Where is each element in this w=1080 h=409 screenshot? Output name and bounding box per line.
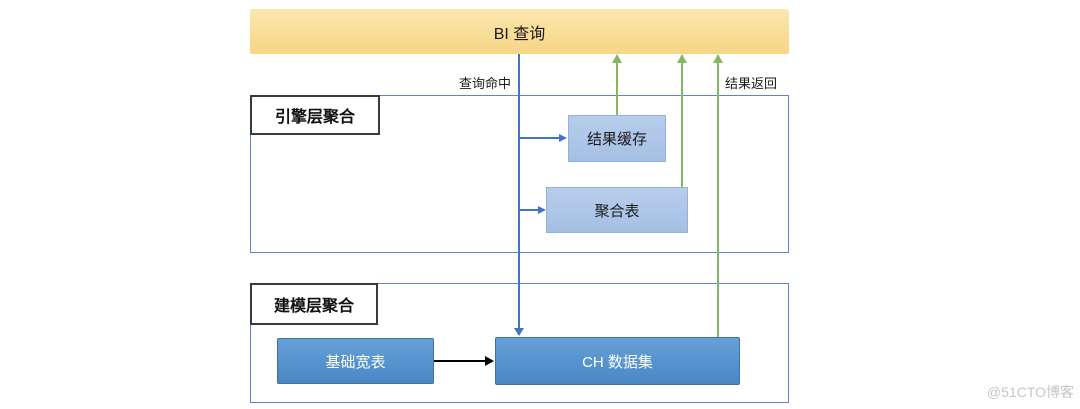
result-cache-label: 结果缓存 xyxy=(586,131,647,148)
query-to-result-cache-line xyxy=(519,137,560,139)
return-from-ch-dataset-line xyxy=(717,62,719,337)
result-cache-node: 结果缓存 xyxy=(568,115,666,162)
bi-query-bar: BI 查询 xyxy=(250,9,789,54)
return-from-agg-table-line xyxy=(681,62,683,187)
base-wide-table-label: 基础宽表 xyxy=(325,353,386,371)
watermark-text: @51CTO博客 xyxy=(986,384,1074,400)
return-from-result-cache-arrow-icon xyxy=(612,54,622,63)
query-hit-label: 查询命中 xyxy=(459,76,512,91)
query-to-ch-dataset-arrow-icon xyxy=(514,328,524,336)
query-to-agg-table-line xyxy=(519,209,539,211)
ch-dataset-label: CH 数据集 xyxy=(582,353,653,371)
aggregation-table-label: 聚合表 xyxy=(594,202,640,220)
modeling-layer-title: 建模层聚合 xyxy=(273,298,354,315)
query-main-connector-line xyxy=(518,54,520,330)
return-from-agg-table-arrow-icon xyxy=(677,54,687,63)
modeling-layer-label: 建模层聚合 xyxy=(250,283,378,325)
engine-layer-title: 引擎层聚合 xyxy=(274,109,355,126)
engine-layer-label: 引擎层聚合 xyxy=(250,95,380,135)
return-from-result-cache-line xyxy=(616,62,618,115)
base-wide-table-node: 基础宽表 xyxy=(277,338,434,384)
query-to-result-cache-arrow-icon xyxy=(559,134,567,142)
return-from-ch-dataset-arrow-icon xyxy=(713,54,723,63)
query-to-agg-table-arrow-icon xyxy=(538,206,546,214)
bi-query-label: BI 查询 xyxy=(493,25,546,43)
base-to-ch-dataset-arrow-icon xyxy=(485,356,494,366)
ch-dataset-node: CH 数据集 xyxy=(495,337,740,385)
base-to-ch-dataset-line xyxy=(434,360,486,362)
aggregation-table-node: 聚合表 xyxy=(546,187,688,233)
result-return-label: 结果返回 xyxy=(725,76,778,91)
